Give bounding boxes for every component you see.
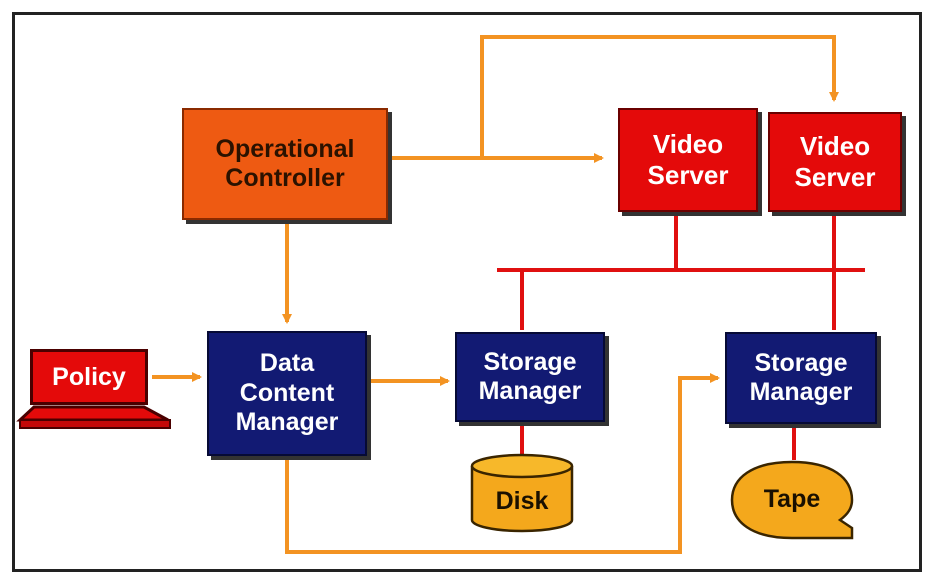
storage-manager-1-node: Storage Manager xyxy=(455,332,605,422)
data-content-manager-label: Data Content Manager xyxy=(235,349,339,437)
policy-label: Policy xyxy=(52,362,126,391)
video-server-2-node: Video Server xyxy=(768,112,902,212)
storage-manager-2-node: Storage Manager xyxy=(725,332,877,424)
video-server-2-label: Video Server xyxy=(794,131,876,192)
tape-reel-icon xyxy=(730,460,854,540)
storage-manager-1-label: Storage Manager xyxy=(478,347,582,406)
policy-laptop-screen: Policy xyxy=(30,349,148,405)
tape-label: Tape xyxy=(763,484,821,513)
server-bus xyxy=(497,214,865,460)
disk-label: Disk xyxy=(495,486,549,515)
arrow-data-content-manager-to-storage-manager-2 xyxy=(285,373,720,554)
disk-cylinder-icon xyxy=(470,453,574,533)
data-content-manager-node: Data Content Manager xyxy=(207,331,367,456)
video-server-1-node: Video Server xyxy=(618,108,758,212)
laptop-icon xyxy=(16,405,171,429)
video-server-1-label: Video Server xyxy=(647,129,729,190)
arrow-controller-to-video-server-2 xyxy=(480,35,839,158)
operational-controller-label: Operational Controller xyxy=(215,134,355,193)
operational-controller-node: Operational Controller xyxy=(182,108,388,220)
storage-manager-2-label: Storage Manager xyxy=(749,348,853,407)
